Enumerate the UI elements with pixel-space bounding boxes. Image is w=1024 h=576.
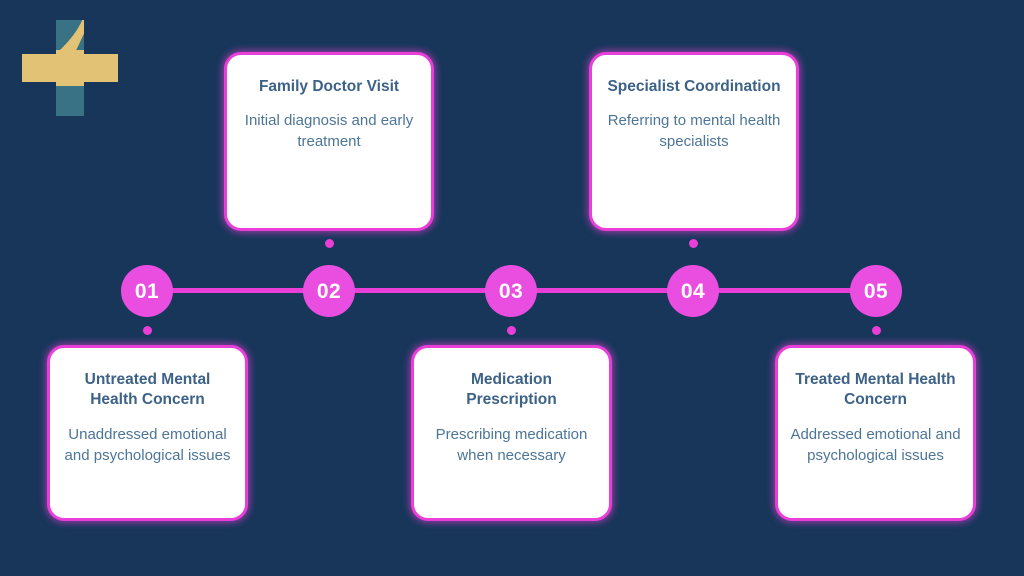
timeline-node-label: 01 [134, 279, 160, 303]
step-card-title: Family Doctor Visit [258, 78, 400, 95]
step-card-03[interactable]: Medication Prescription Prescribing medi… [411, 345, 612, 521]
connector-dot-01 [142, 325, 152, 335]
step-card-description: Addressed emotional and psychological is… [790, 425, 961, 464]
timeline-node-02[interactable]: 02 [303, 265, 355, 317]
connector-dot-04 [688, 238, 698, 248]
step-card-title: Untreated Mental Health Concern [84, 371, 211, 409]
step-card-description: Referring to mental health specialists [607, 112, 781, 151]
connector-dot-03 [506, 325, 516, 335]
timeline-node-05[interactable]: 05 [850, 265, 902, 317]
timeline-node-label: 04 [680, 279, 706, 303]
step-card-title: Medication Prescription [466, 371, 557, 409]
step-card-title: Specialist Coordination [607, 78, 781, 95]
timeline-node-03[interactable]: 03 [485, 265, 537, 317]
timeline-node-label: 02 [316, 279, 342, 303]
step-card-description: Prescribing medication when necessary [435, 425, 588, 464]
step-card-01[interactable]: Untreated Mental Health Concern Unaddres… [47, 345, 248, 521]
step-card-description: Unaddressed emotional and psychological … [64, 425, 231, 464]
connector-dot-02 [324, 238, 334, 248]
step-card-04[interactable]: Specialist Coordination Referring to men… [589, 52, 799, 231]
step-card-title: Treated Mental Health Concern [795, 371, 956, 409]
timeline-node-label: 05 [863, 279, 889, 303]
timeline-node-label: 03 [498, 279, 524, 303]
timeline-node-04[interactable]: 04 [667, 265, 719, 317]
step-card-05[interactable]: Treated Mental Health Concern Addressed … [775, 345, 976, 521]
step-card-02[interactable]: Family Doctor Visit Initial diagnosis an… [224, 52, 434, 231]
step-card-description: Initial diagnosis and early treatment [244, 112, 414, 151]
connector-dot-05 [871, 325, 881, 335]
timeline-node-01[interactable]: 01 [121, 265, 173, 317]
medical-cross-logo [22, 20, 118, 116]
